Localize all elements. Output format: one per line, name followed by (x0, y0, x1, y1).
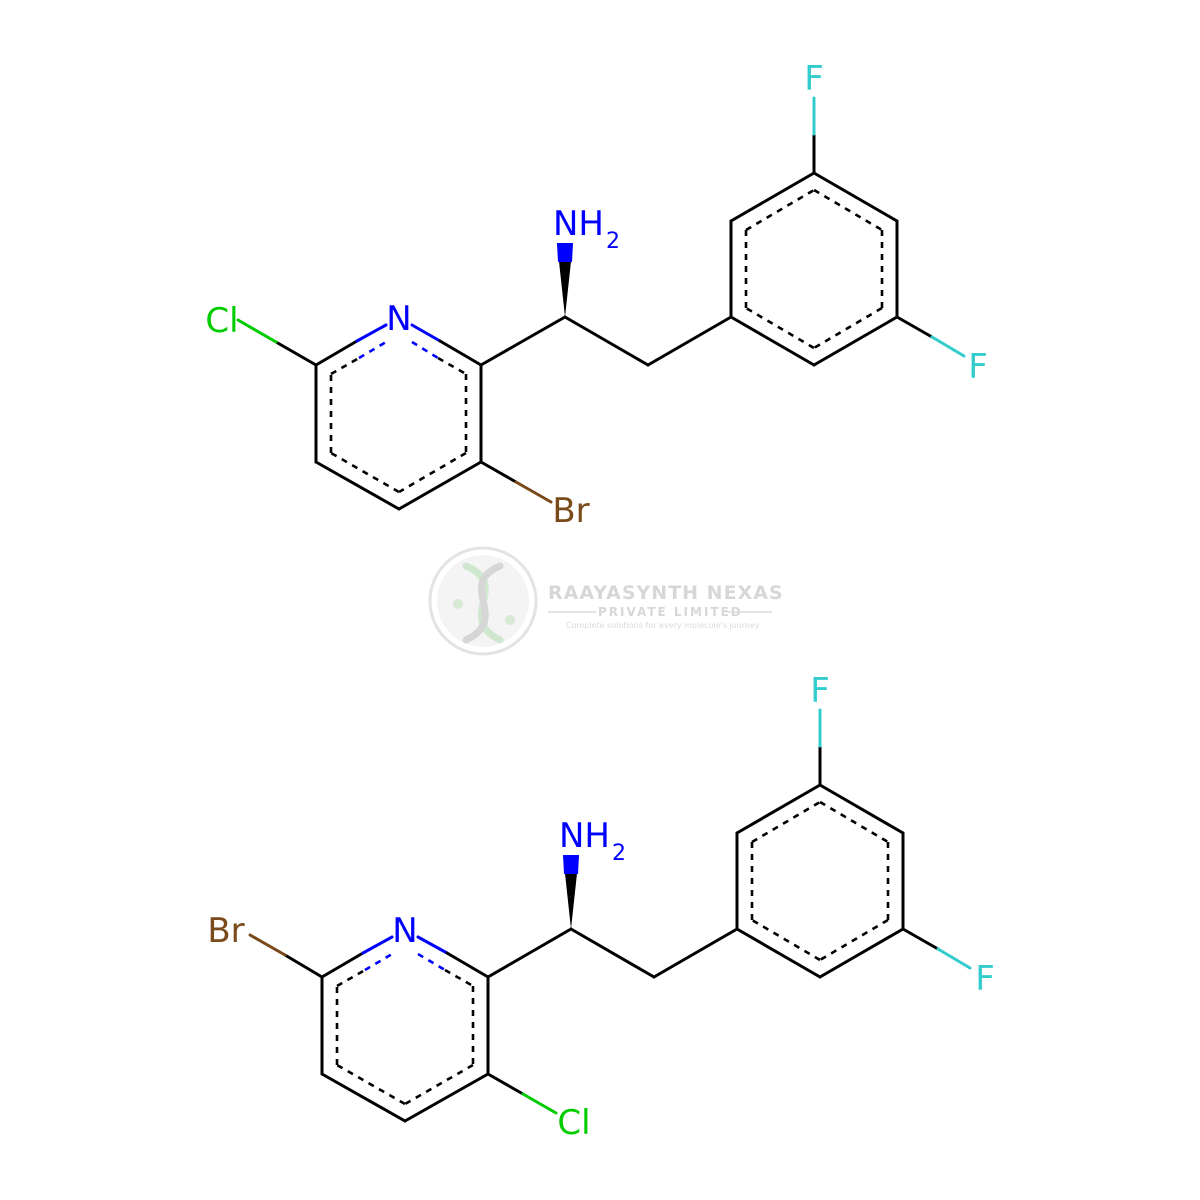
fluorine-right-label: F (968, 347, 988, 387)
chlorine-label: Cl (557, 1103, 590, 1143)
amine-h-count-label: 2 (606, 229, 620, 254)
watermark: RAAYASYNTH NEXAS PRIVATE LIMITED Complet… (428, 546, 784, 656)
amine-label: NH (553, 204, 604, 244)
fluorine-top-label: F (810, 671, 830, 711)
dna-helix-logo (428, 546, 538, 656)
difluorophenyl-ring (735, 783, 905, 979)
pyridine-ring (314, 323, 483, 511)
fluorine-top-label: F (804, 59, 824, 99)
pyridine-ring (320, 935, 490, 1123)
molecule-1: N Cl Br NH 2 F F (205, 59, 987, 531)
chlorine-label: Cl (205, 301, 238, 341)
bromine-label: Br (207, 911, 244, 951)
amine-label: NH (559, 816, 610, 856)
watermark-tagline: Complete solutions for every molecule's … (566, 621, 760, 630)
watermark-subtitle: PRIVATE LIMITED (598, 605, 743, 619)
difluorophenyl-ring (729, 171, 899, 367)
watermark-company-name: RAAYASYNTH NEXAS (548, 582, 784, 604)
bromine-label: Br (552, 491, 589, 531)
amine-h-count-label: 2 (612, 841, 626, 866)
molecule-2: N Br Cl NH 2 F F (207, 671, 994, 1143)
fluorine-right-label: F (975, 959, 995, 999)
ring-nitrogen-label: N (386, 299, 411, 339)
ring-nitrogen-label: N (392, 911, 417, 951)
